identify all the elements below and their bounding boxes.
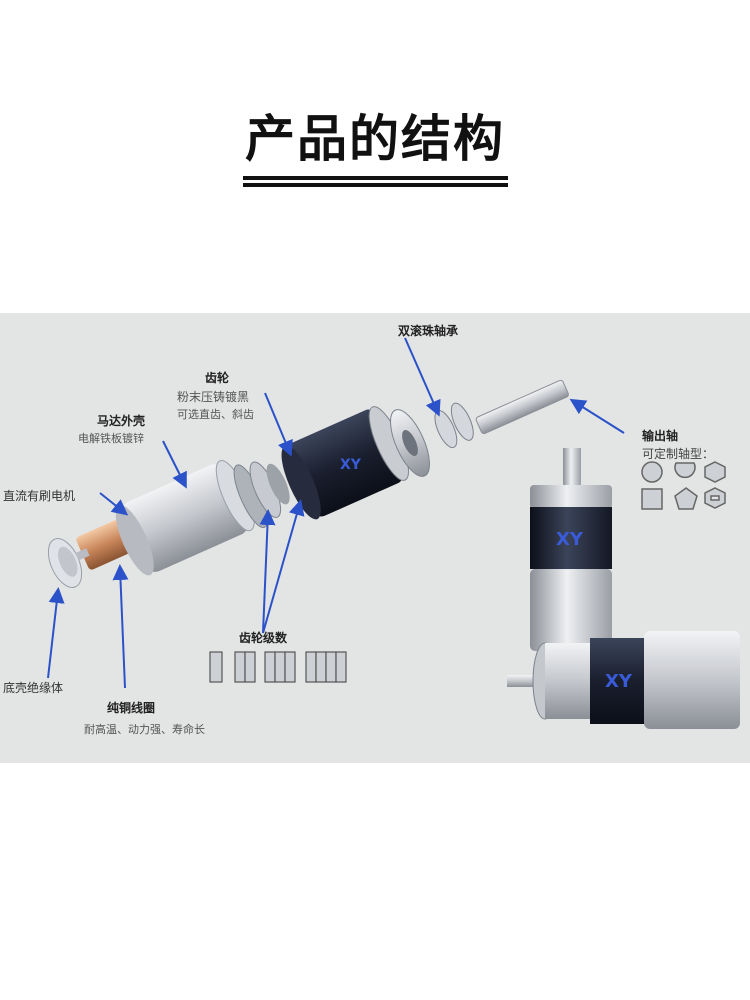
- title-area: 产品的结构: [0, 108, 750, 170]
- output-shaft: [475, 379, 569, 435]
- motor-housing: [115, 460, 255, 576]
- label-coil-sub: 耐高温、动力强、寿命长: [84, 723, 205, 736]
- assembled-motor-horizontal: XY: [507, 631, 740, 729]
- gearbox-ring: XY: [281, 406, 409, 520]
- label-bearing: 双滚珠轴承: [398, 324, 459, 338]
- shaft-hexslot-icon: [704, 487, 726, 509]
- gear-plates: [233, 461, 290, 529]
- svg-text:XY: XY: [340, 457, 362, 473]
- gear-stage-icons: [209, 651, 347, 683]
- label-gear-sub1: 粉末压铸镀黑: [177, 390, 250, 404]
- label-gear: 齿轮: [205, 371, 230, 385]
- label-housing: 马达外壳: [97, 414, 146, 428]
- label-output-sub: 可定制轴型：: [642, 447, 715, 461]
- shaft-pentagon-icon: [674, 487, 698, 510]
- label-gear-sub2: 可选直齿、斜齿: [177, 408, 254, 421]
- exploded-assembly: XY: [47, 379, 569, 588]
- label-gear-stages: 齿轮级数: [239, 631, 288, 645]
- ball-bearings: [434, 402, 474, 449]
- svg-text:XY: XY: [556, 529, 584, 550]
- output-flange: [390, 409, 430, 477]
- leader-arrows: [47, 337, 625, 689]
- assembled-motor-vertical: XY: [530, 448, 612, 651]
- shaft-dcut-icon: [674, 462, 696, 479]
- shaft-circle-icon: [641, 461, 663, 483]
- label-base-insulation: 底壳绝缘体: [3, 681, 64, 695]
- motor-illustration: XY XY: [47, 337, 740, 729]
- label-housing-sub: 电解铁板镀锌: [78, 432, 144, 445]
- svg-text:XY: XY: [605, 671, 633, 692]
- exploded-diagram-panel: XY XY: [0, 313, 750, 763]
- page-title: 产品的结构: [245, 110, 505, 168]
- base-end-cap: [47, 538, 83, 588]
- title-underline-bottom: [243, 183, 508, 187]
- shaft-square-icon: [641, 488, 663, 510]
- label-dc-motor: 直流有刷电机: [3, 489, 76, 503]
- shaft-hexagon-icon: [704, 461, 726, 483]
- shaft-type-icons: [641, 461, 726, 510]
- title-underline-top: [243, 176, 508, 180]
- label-output-shaft: 输出轴: [642, 429, 679, 443]
- label-coil: 纯铜线圈: [107, 701, 156, 715]
